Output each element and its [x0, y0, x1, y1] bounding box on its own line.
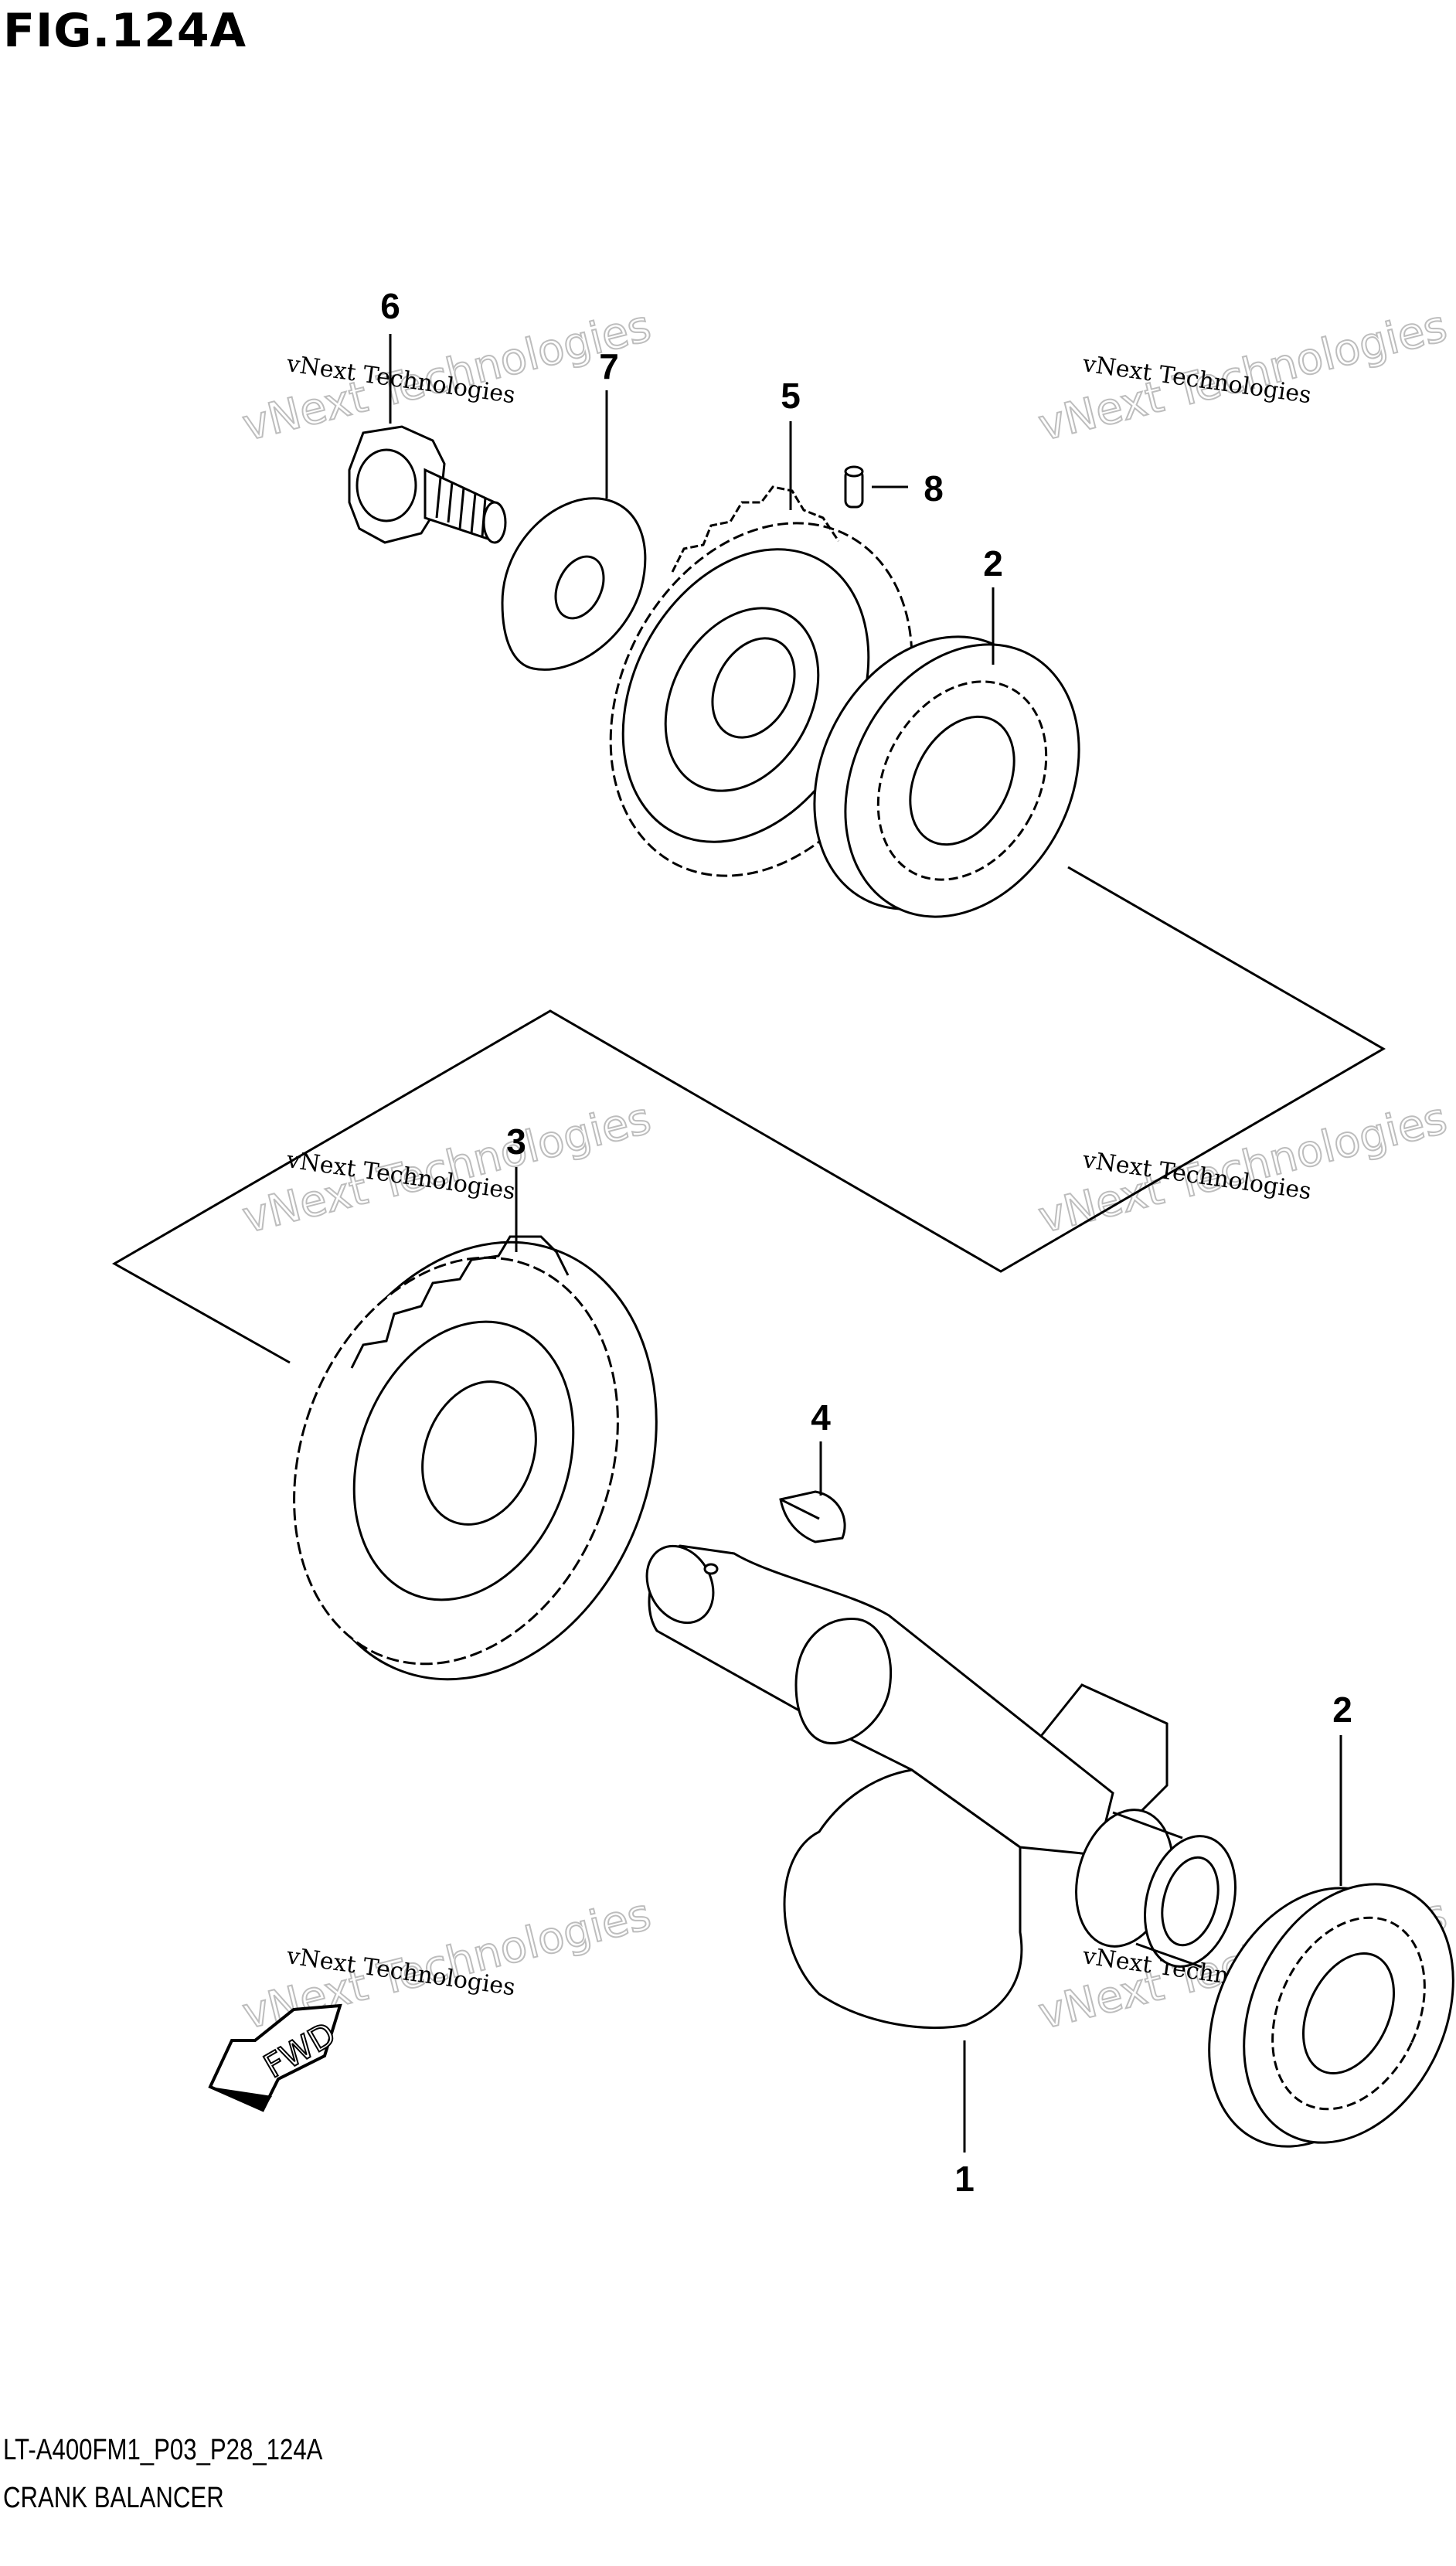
leader-lines: [389, 334, 1342, 2153]
callout-8: 8: [924, 468, 944, 509]
callout-3: 3: [506, 1121, 526, 1162]
part-2-bearing-lower: [1208, 1883, 1454, 2148]
part-2-bearing-upper: [813, 635, 1080, 918]
part-7-washer: [501, 497, 647, 671]
part-3-gear: [293, 1235, 658, 1681]
callout-labels: 6 7 5 8 2 3 4 2 1: [380, 286, 1352, 2199]
part-6-bolt: [348, 425, 507, 544]
part-8-dowel-pin: [844, 465, 864, 509]
callout-4: 4: [811, 1397, 831, 1438]
footer-name: CRANK BALANCER: [3, 2482, 224, 2514]
assembly-outline: [111, 866, 1386, 1364]
callout-1: 1: [954, 2159, 975, 2199]
figure-title: FIG.124A: [3, 4, 247, 58]
callout-2-lower: 2: [1332, 1690, 1352, 1730]
callout-7: 7: [599, 346, 619, 386]
callout-6: 6: [380, 286, 400, 326]
callout-2-upper: 2: [983, 543, 1003, 584]
part-4-key: [779, 1490, 846, 1543]
footer-code: LT-A400FM1_P03_P28_124A: [3, 2434, 323, 2466]
part-1-balancer-shaft: [645, 1544, 1237, 2030]
callout-5: 5: [781, 376, 801, 416]
